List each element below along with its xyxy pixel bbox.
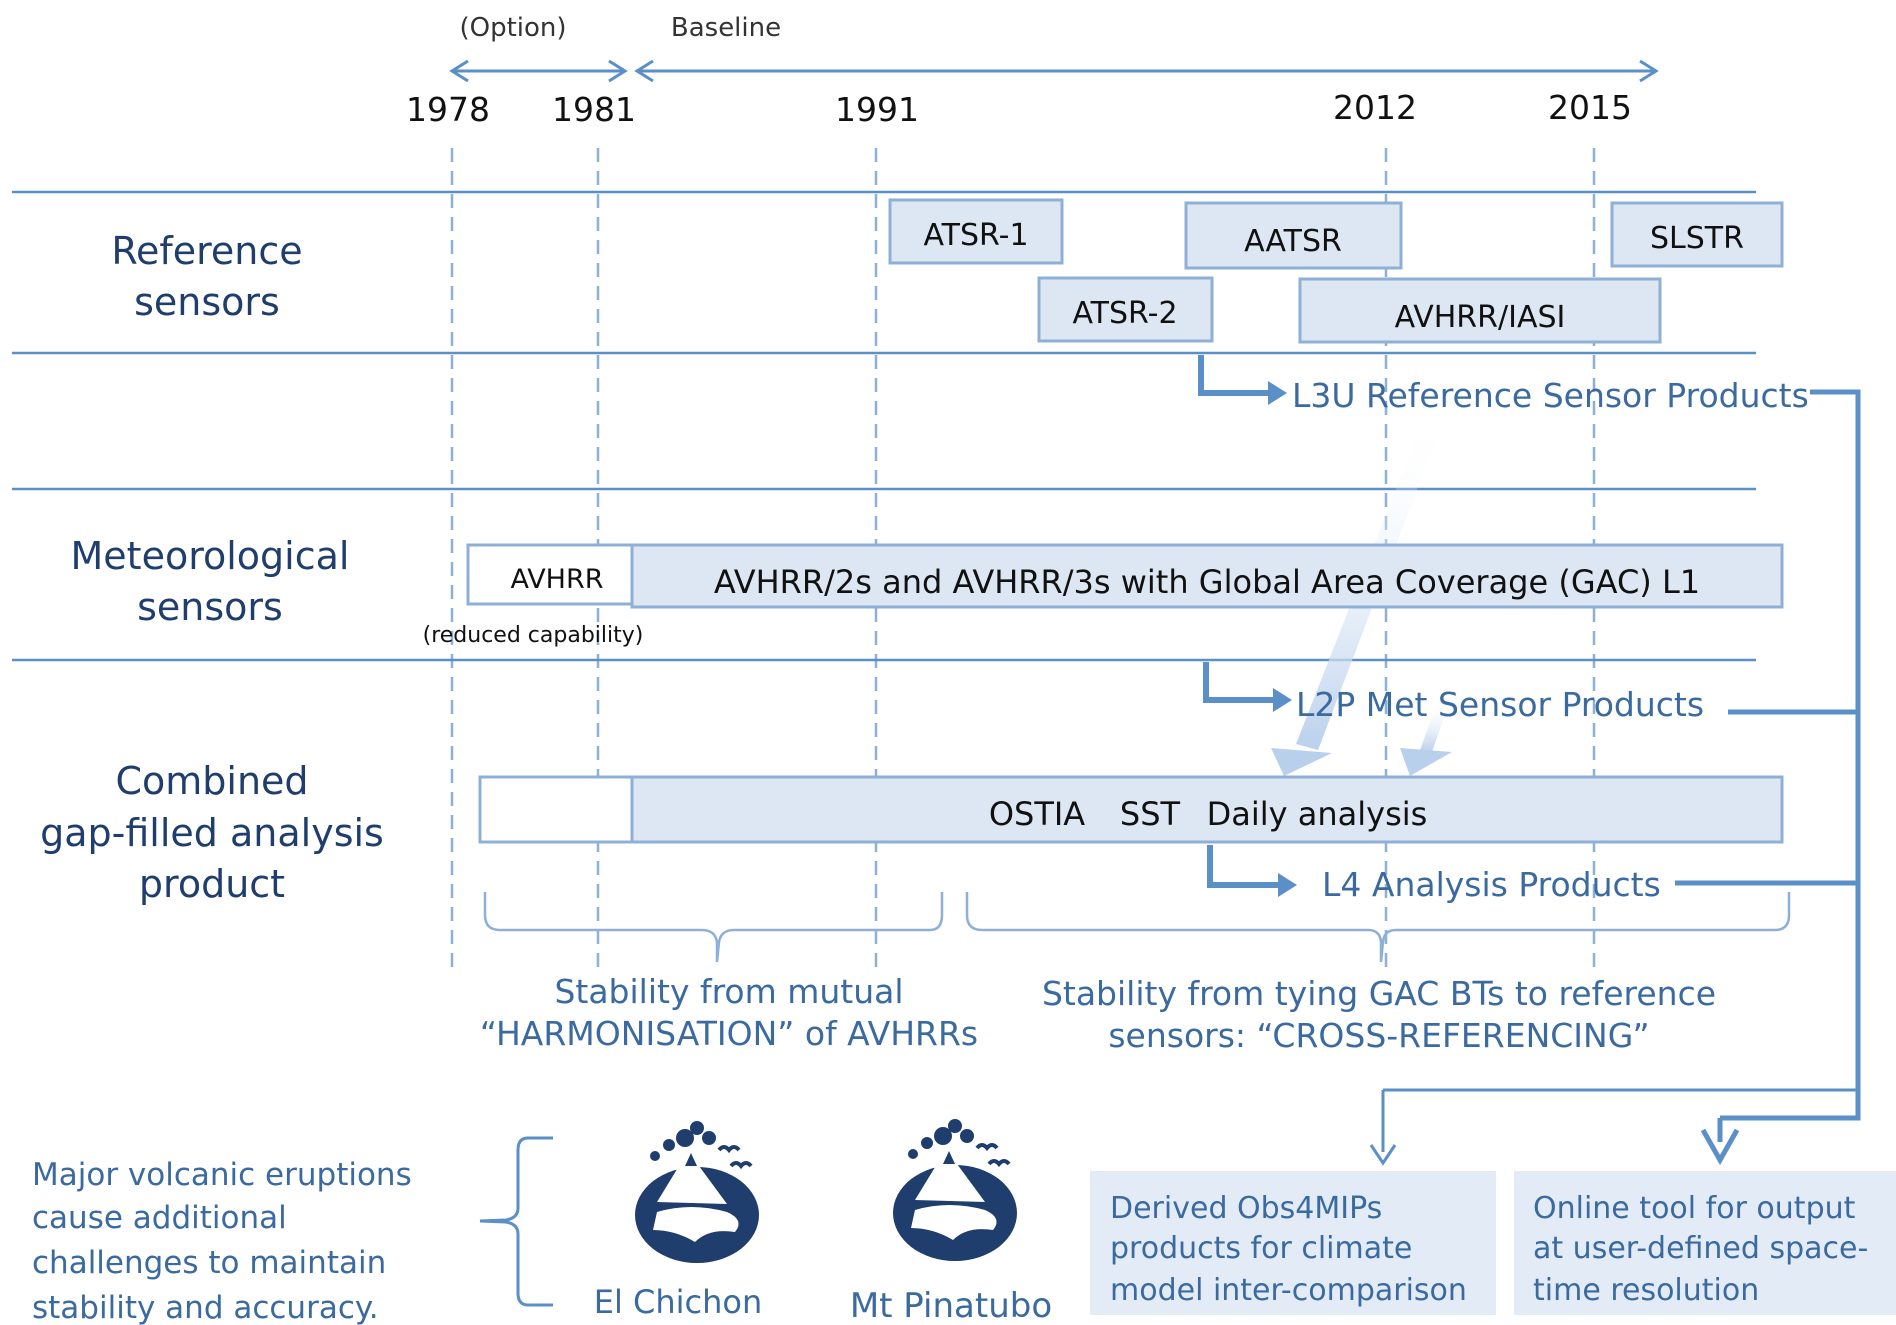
online-tool-arrowhead (1700, 1128, 1740, 1166)
option-label: (Option) (459, 13, 566, 43)
baseline-label: Baseline (671, 13, 781, 43)
product-collector (1381, 389, 1861, 1152)
ostia-label-1: OSTIA (989, 795, 1085, 833)
gac-bar (630, 543, 1784, 609)
volcano-icon (893, 1119, 1017, 1261)
l4-products-label: L4 Analysis Products (1322, 865, 1661, 904)
reference-sensor-boxes: ATSR-1 AATSR SLSTR ATSR-2 AVHRR/IASI (888, 198, 1784, 344)
obs4mips-text: Derived Obs4MIPs products for climate mo… (1110, 1191, 1467, 1308)
ostia-label-3: Daily analysis (1207, 795, 1428, 833)
stability-braces (483, 892, 1791, 963)
volcanic-note: Major volcanic eruptions cause additiona… (32, 1157, 412, 1325)
year-1981: 1981 (552, 90, 636, 129)
ostia-bar (630, 775, 1784, 844)
combined-label-1: Combined (115, 759, 308, 803)
meteorological-label-2: sensors (137, 585, 283, 629)
volcanic-brace (479, 1136, 553, 1307)
slstr-label: SLSTR (1650, 221, 1744, 256)
atsr1-label: ATSR-1 (923, 218, 1028, 253)
aatsr-label: AATSR (1244, 224, 1342, 259)
volcano-icon (635, 1121, 759, 1263)
volcanic-line-1: Major volcanic eruptions (32, 1157, 412, 1193)
l2p-arrowhead (1273, 688, 1292, 712)
obs4mips-box (1090, 1171, 1496, 1315)
row-labels: Reference sensors Meteorological sensors… (40, 229, 384, 906)
harmonisation-line-2: “HARMONISATION” of AVHRRs (480, 1014, 978, 1053)
reduced-capability-label: (reduced capability) (423, 623, 644, 648)
obs4mips-arrowhead (1369, 1144, 1397, 1166)
avhrr-iasi-label: AVHRR/IASI (1395, 300, 1566, 335)
ostia-option-box (478, 775, 635, 844)
online-tool-box (1514, 1171, 1896, 1315)
crossref-line-2: sensors: “CROSS-REFERENCING” (1108, 1016, 1649, 1055)
online-line-2: at user-defined space- (1533, 1231, 1868, 1266)
year-2015: 2015 (1548, 88, 1632, 127)
online-line-3: time resolution (1533, 1273, 1759, 1308)
slstr-box (1610, 201, 1784, 268)
avhrr-reduced-box (466, 543, 635, 606)
fade-arrow-left-head (1271, 748, 1332, 776)
ostia-label-2: SST (1120, 795, 1181, 833)
obs4mips-line-1: Derived Obs4MIPs (1110, 1191, 1382, 1226)
avhrr-label: AVHRR (510, 564, 603, 595)
meteorological-label-1: Meteorological (71, 534, 350, 578)
volcanic-line-2: cause additional (32, 1200, 287, 1236)
row-separators (12, 190, 1756, 662)
l4-arrowhead (1278, 873, 1297, 897)
l2p-connector (1203, 662, 1275, 703)
obs4mips-line-3: model inter-comparison (1110, 1273, 1467, 1308)
crossref-line-1: Stability from tying GAC BTs to referenc… (1042, 974, 1716, 1013)
atsr2-label: ATSR-2 (1072, 296, 1177, 331)
fade-arrow-right (1420, 700, 1448, 752)
timeline-arrow (449, 59, 1659, 83)
reference-label-2: sensors (134, 280, 280, 324)
year-labels: 1978 1981 1991 2012 2015 (406, 88, 1632, 129)
avhrr-iasi-box (1298, 277, 1662, 344)
volcanic-line-3: challenges to maintain (32, 1245, 386, 1281)
online-line-1: Online tool for output (1533, 1191, 1856, 1226)
l3u-connector (1198, 355, 1270, 396)
year-1978: 1978 (406, 90, 490, 129)
l2p-products-label: L2P Met Sensor Products (1296, 685, 1704, 724)
fade-arrow-right-head (1400, 748, 1452, 776)
l3u-arrowhead (1268, 381, 1287, 405)
harmonisation-line-1: Stability from mutual (554, 972, 903, 1011)
volcanic-line-4: stability and accuracy. (32, 1290, 379, 1325)
obs4mips-line-2: products for climate (1110, 1231, 1412, 1266)
combined-label-2: gap-filled analysis (40, 811, 384, 855)
el-chichon-label: El Chichon (594, 1283, 763, 1321)
online-tool-text: Online tool for output at user-defined s… (1533, 1191, 1868, 1308)
atsr2-box (1037, 276, 1214, 343)
year-1991: 1991 (835, 90, 919, 129)
combined-label-3: product (139, 862, 285, 906)
l4-connector (1207, 845, 1280, 888)
l3u-products-label: L3U Reference Sensor Products (1292, 376, 1809, 415)
atsr1-box (888, 198, 1064, 265)
pinatubo-label: Mt Pinatubo (850, 1286, 1052, 1325)
reference-label-1: Reference (111, 229, 302, 273)
aatsr-box (1184, 201, 1403, 270)
gac-label: AVHRR/2s and AVHRR/3s with Global Area C… (714, 563, 1700, 601)
year-2012: 2012 (1333, 88, 1417, 127)
